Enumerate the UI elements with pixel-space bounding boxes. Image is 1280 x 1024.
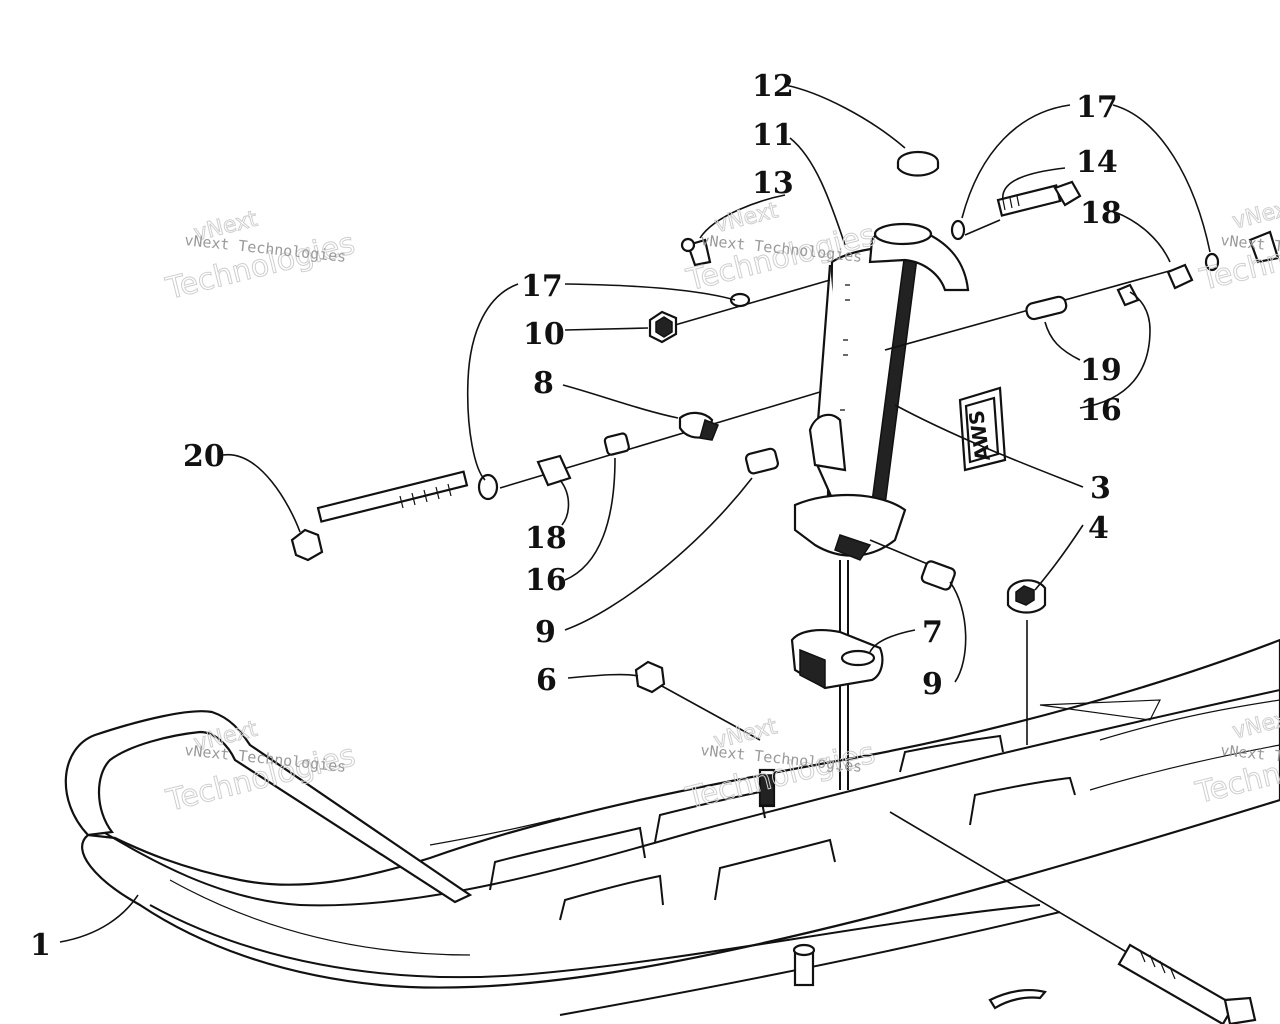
upper-bolt [964,180,1082,236]
washer-upper [950,219,966,241]
callout-13: 13 [752,166,794,201]
long-bolt-20 [290,470,469,562]
callout-labels: 12 11 13 17 14 18 17 10 8 20 18 16 9 6 1… [30,69,1122,963]
callout-3: 3 [1090,471,1111,506]
lock-nut-6 [634,660,761,741]
callout-18-left: 18 [525,521,567,556]
callout-18-right: 18 [1080,196,1122,231]
spindle-stop-bracket [790,629,884,690]
spindle-tube [793,222,970,561]
aws-decal: AWS [958,386,1007,472]
callout-19: 19 [1080,353,1122,388]
callout-16-left: 16 [525,563,567,598]
callout-4: 4 [1088,511,1109,546]
callout-12: 12 [752,69,794,104]
callout-11: 11 [752,118,794,153]
washer-left [477,473,499,501]
callout-9-right: 9 [922,667,943,702]
callout-9-left: 9 [535,615,556,650]
ski-bolt [792,811,1257,1024]
callout-1: 1 [30,928,51,963]
lock-nut-10 [648,279,831,344]
left-bushings [499,391,821,489]
callout-8: 8 [533,366,554,401]
callout-16-right: 16 [1080,393,1122,428]
callout-6: 6 [536,663,557,698]
ski-loop-handle [64,710,473,904]
callout-10: 10 [523,317,565,352]
grease-fitting [680,237,712,267]
callout-20: 20 [183,439,225,474]
lower-bushing-9 [869,539,956,591]
callout-17-left: 17 [521,269,563,304]
leader-lines [59,84,1211,943]
spindle-cap [896,150,940,177]
callout-17-top: 17 [1076,90,1118,125]
watermark-brand: vNext [1230,195,1280,235]
washer-right [1204,252,1220,272]
callout-14: 14 [1076,145,1118,180]
callout-7: 7 [922,615,943,650]
watermark-brand: vNext [712,198,781,238]
right-bushings [884,230,1280,351]
